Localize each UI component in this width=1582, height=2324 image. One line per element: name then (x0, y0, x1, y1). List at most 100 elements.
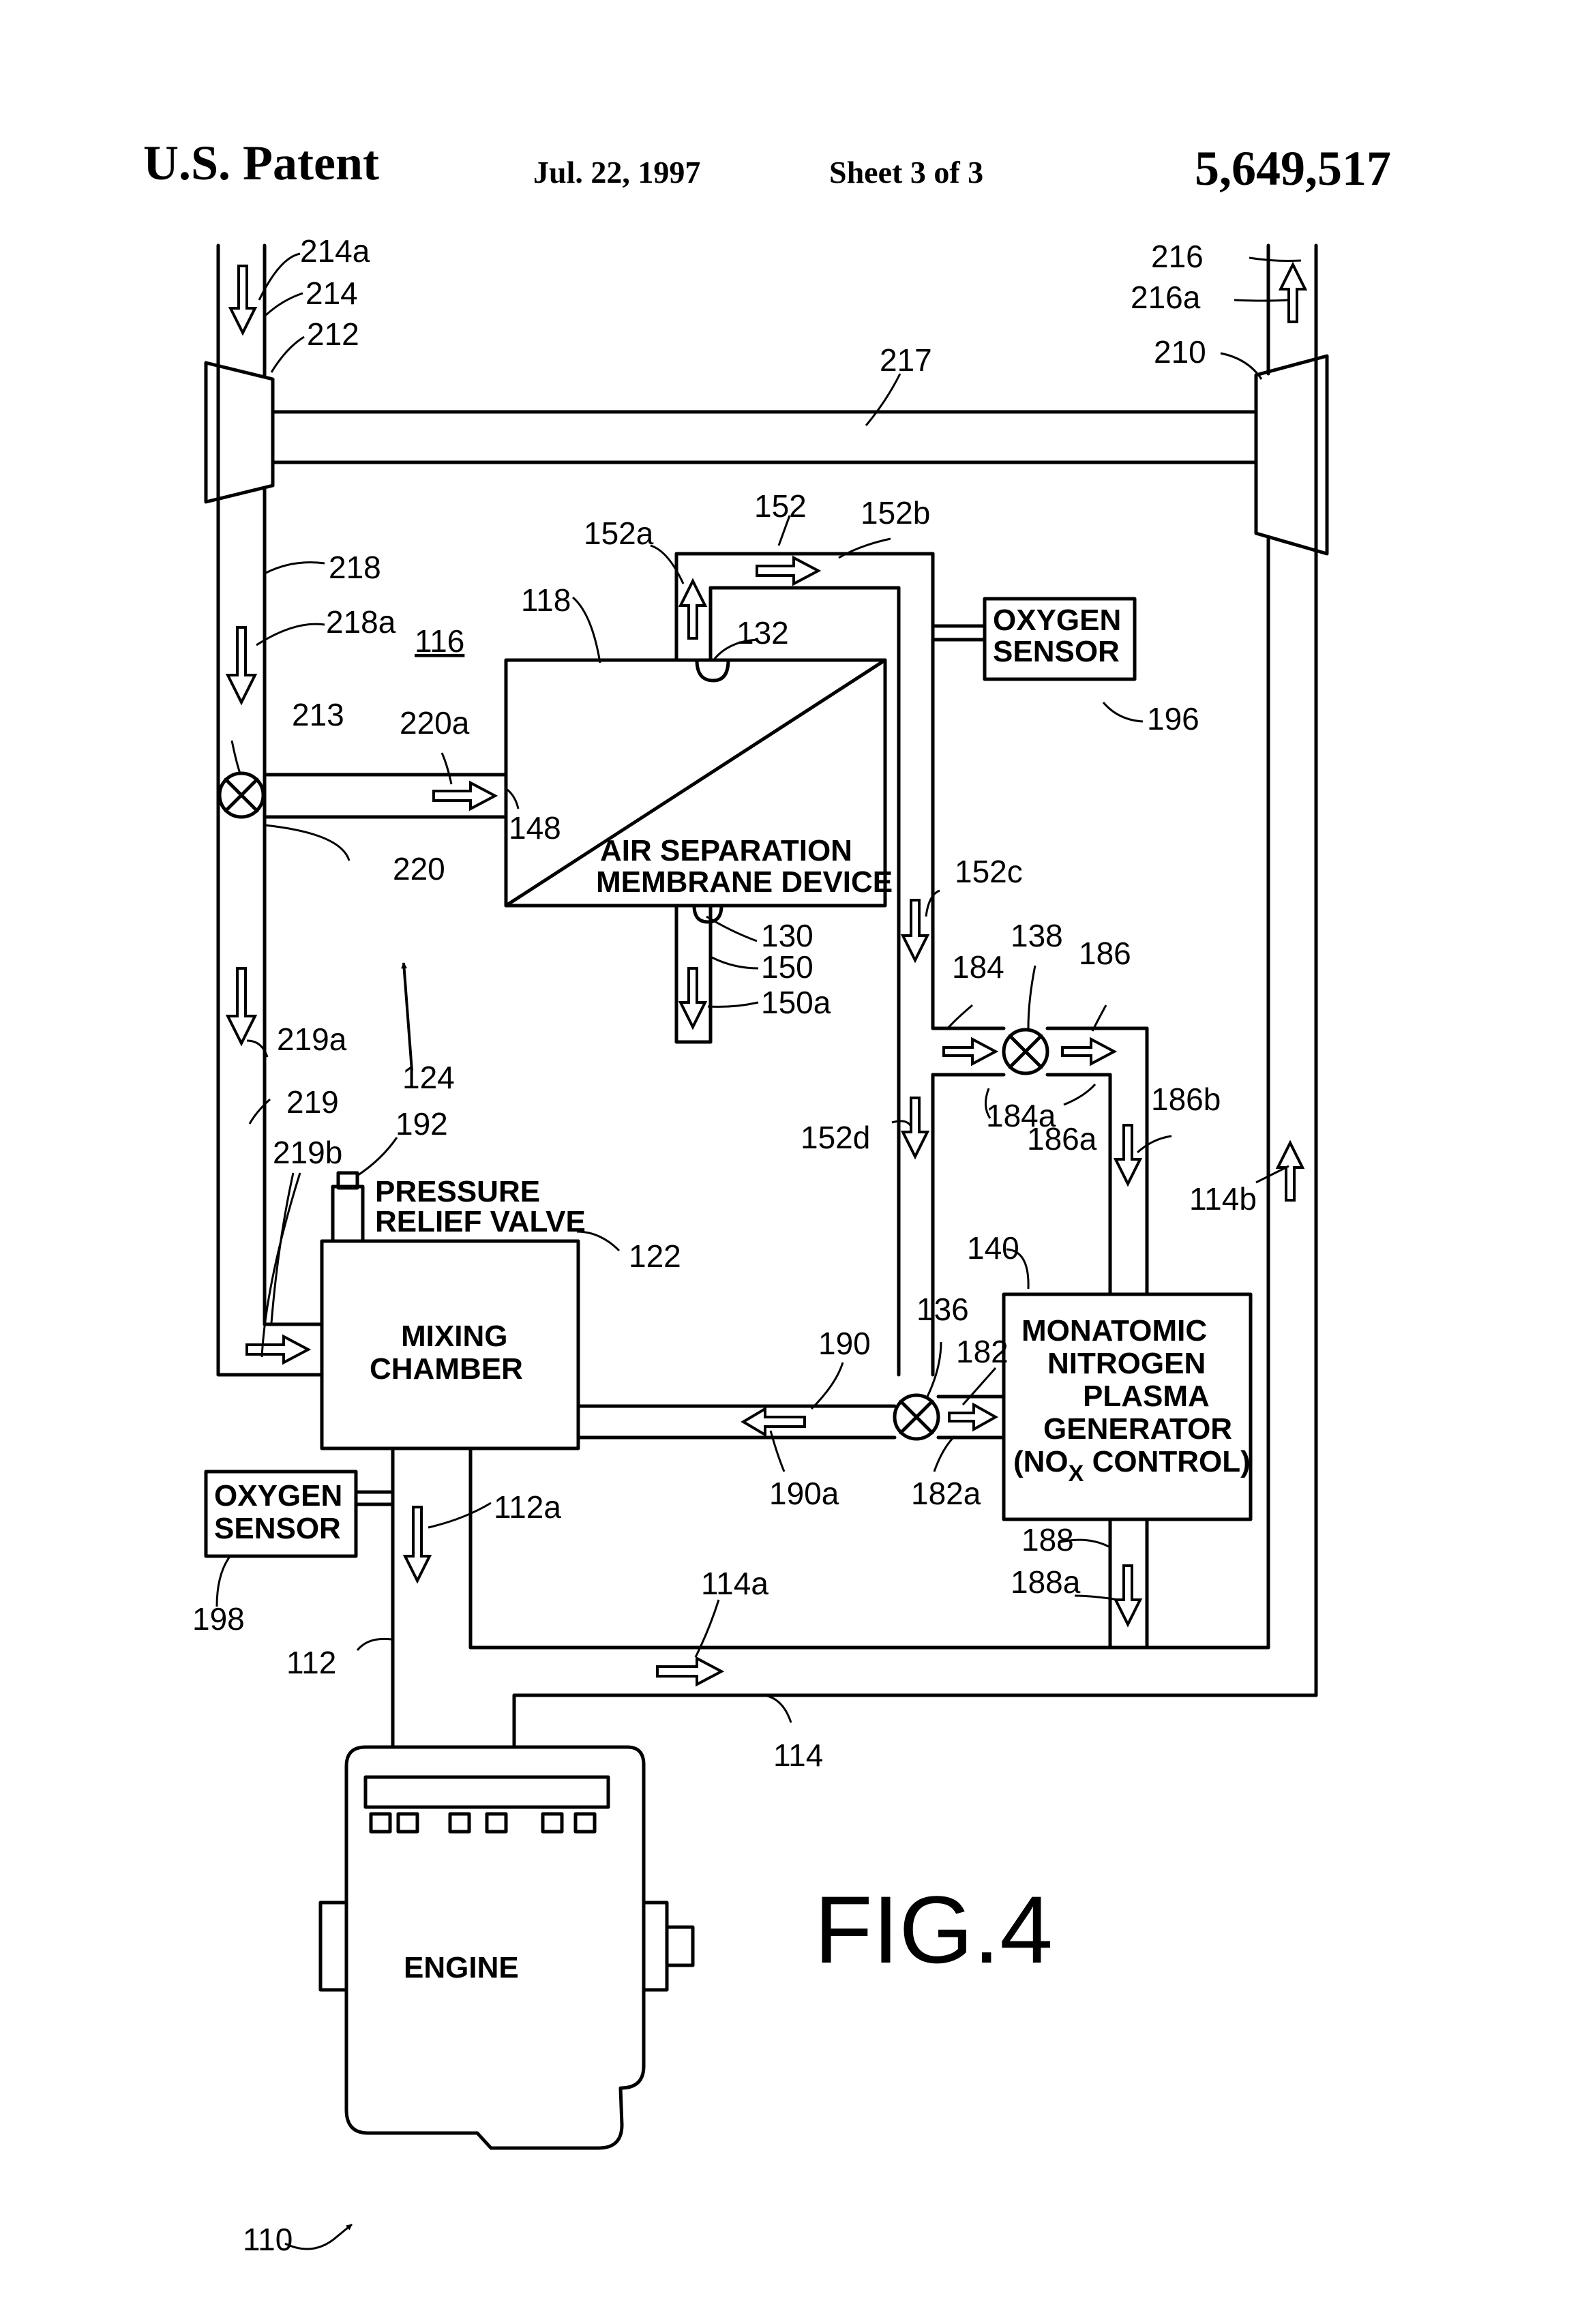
flow-arrow-150a (681, 968, 705, 1027)
flow-arrow-152d (903, 1098, 927, 1157)
ref-140: 140 (967, 1230, 1019, 1266)
ref-112a: 112a (494, 1489, 561, 1525)
oxygen-sensor-left-line2: SENSOR (214, 1512, 341, 1545)
ref-116: 116 (415, 623, 464, 659)
ref-218: 218 (329, 550, 381, 585)
ref-152: 152 (754, 488, 807, 524)
oxygen-sensor-top-line1: OXYGEN (993, 604, 1121, 637)
ref-190: 190 (818, 1326, 871, 1361)
ref-184: 184 (952, 949, 1004, 985)
flow-arrow-186a (1062, 1039, 1114, 1064)
flow-arrow-220a (434, 783, 495, 809)
ref-186b: 186b (1151, 1082, 1221, 1117)
engine-label: ENGINE (404, 1951, 519, 1984)
plasma-line5: (NOX CONTROL) (1013, 1445, 1251, 1487)
flow-arrow-186b (1116, 1125, 1140, 1184)
ref-152b: 152b (861, 495, 930, 531)
flow-arrow-114b (1278, 1143, 1302, 1200)
ref-130: 130 (761, 918, 814, 953)
ref-114b: 114b (1189, 1181, 1257, 1217)
pressure-relief-valve-192 (333, 1187, 363, 1241)
port-130 (694, 906, 721, 922)
ref-219: 219 (286, 1084, 339, 1120)
ref-150a: 150a (761, 985, 831, 1020)
air-separation-line2: MEMBRANE DEVICE (596, 865, 893, 899)
oxygen-sensor-left-line1: OXYGEN (214, 1479, 342, 1513)
ref-136: 136 (916, 1292, 969, 1327)
ref-124: 124 (402, 1060, 455, 1095)
flow-arrow-216a (1281, 265, 1305, 322)
ref-196: 196 (1147, 701, 1199, 736)
ref-114: 114 (773, 1738, 823, 1773)
ref-214: 214 (305, 275, 358, 311)
ref-110: 110 (243, 2222, 293, 2257)
ref-138: 138 (1011, 918, 1063, 953)
flow-arrow-184a (944, 1039, 996, 1064)
ref-152d: 152d (801, 1120, 870, 1155)
ref-150: 150 (761, 949, 814, 985)
ref-122: 122 (629, 1238, 681, 1274)
ref-188a: 188a (1011, 1564, 1081, 1600)
ref-210: 210 (1154, 334, 1206, 370)
ref-148: 148 (509, 810, 561, 846)
plasma-nox-prefix: (NO (1013, 1445, 1069, 1478)
compressor-212 (206, 363, 273, 502)
ref-188: 188 (1021, 1522, 1074, 1558)
flow-arrow-112a (405, 1507, 430, 1581)
flow-arrow-152a (681, 581, 705, 638)
ref-182a: 182a (911, 1476, 981, 1511)
ref-218a: 218a (326, 604, 396, 640)
engine-right-pulley (644, 1903, 667, 1990)
pressure-relief-line2: RELIEF VALVE (375, 1205, 586, 1238)
ref-114a: 114a (701, 1566, 768, 1601)
flow-arrow-188a (1116, 1566, 1140, 1624)
ref-220: 220 (393, 851, 445, 887)
flow-arrow-214a (230, 266, 255, 333)
ref-152c: 152c (955, 854, 1023, 889)
flow-arrow-190a (743, 1409, 805, 1435)
ref-220a: 220a (400, 705, 470, 741)
engine-left-pulley (320, 1903, 346, 1990)
ref-213: 213 (292, 697, 344, 732)
ref-216: 216 (1151, 239, 1204, 274)
flow-arrow-152b (757, 558, 818, 584)
engine-valve-cover (365, 1777, 608, 1807)
ref-186: 186 (1079, 936, 1131, 971)
plasma-line3: PLASMA (1083, 1380, 1210, 1413)
ref-198: 198 (192, 1601, 245, 1637)
oxygen-sensor-top-line2: SENSOR (993, 635, 1120, 668)
flow-arrow-114a (657, 1658, 721, 1684)
plasma-nox-suffix: CONTROL) (1084, 1445, 1250, 1478)
ref-214a: 214a (300, 233, 370, 269)
plasma-line2: NITROGEN (1047, 1347, 1206, 1380)
ref-186a: 186a (1027, 1121, 1097, 1157)
figure-label: FIG.4 (814, 1876, 1053, 1983)
plasma-line4: GENERATOR (1043, 1412, 1232, 1446)
engine-output-shaft (667, 1927, 693, 1965)
ref-190a: 190a (769, 1476, 839, 1511)
ref-152a: 152a (584, 516, 654, 551)
mixing-chamber-line1: MIXING (401, 1320, 507, 1353)
ref-219a: 219a (277, 1022, 347, 1057)
mixing-chamber-line2: CHAMBER (370, 1352, 523, 1386)
ref-219b: 219b (273, 1135, 342, 1170)
pressure-relief-line1: PRESSURE (375, 1175, 540, 1208)
flow-arrow-182a (949, 1405, 996, 1429)
air-separation-line1: AIR SEPARATION (600, 834, 852, 867)
ref-192: 192 (395, 1106, 448, 1142)
ref-112: 112 (286, 1645, 336, 1680)
ref-132: 132 (736, 615, 789, 651)
ref-212: 212 (307, 316, 359, 352)
ref-182: 182 (956, 1334, 1009, 1369)
flow-arrow-218a (228, 627, 255, 702)
flow-arrow-219a (228, 968, 255, 1043)
ref-217: 217 (880, 342, 932, 378)
port-132 (697, 660, 728, 681)
ref-216a: 216a (1131, 280, 1201, 315)
flow-arrow-152c (903, 900, 927, 960)
plasma-line1: MONATOMIC (1021, 1314, 1207, 1347)
flow-arrow-219b (247, 1337, 308, 1362)
plasma-nox-subscript: X (1069, 1461, 1084, 1487)
